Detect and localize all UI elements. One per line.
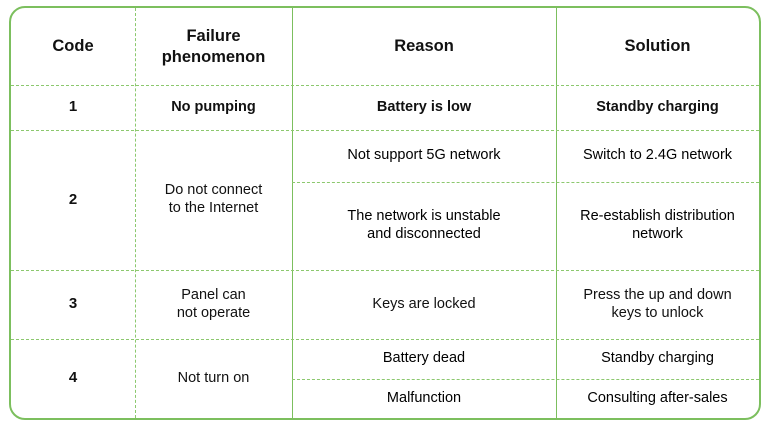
row-4-phenomenon: Not turn on xyxy=(177,369,250,386)
row-3-phenomenon-line2: not operate xyxy=(176,304,251,321)
row-4-code: 4 xyxy=(68,369,78,387)
header-cell-reason: Reason xyxy=(394,37,454,56)
row-3-solution: Press the up and down keys to unlock xyxy=(556,270,759,339)
row-1-reason: Battery is low xyxy=(376,98,472,115)
row-2b-solution-line2: network xyxy=(632,226,683,242)
row-2b-reason-line1: The network is unstable xyxy=(347,208,501,225)
row-1-phenomenon: No pumping xyxy=(171,98,256,115)
row-4b-reason: Malfunction xyxy=(386,389,462,406)
hline-row2-split xyxy=(292,182,759,183)
hline-row2-bottom xyxy=(11,270,759,271)
row-2b-reason: The network is unstable and disconnected xyxy=(292,182,556,270)
vline-phenomenon-reason xyxy=(292,8,293,418)
vline-code-phenomenon xyxy=(135,8,136,418)
row-4a-reason: Battery dead xyxy=(382,350,466,367)
row-3-code: 3 xyxy=(68,295,78,313)
troubleshooting-table: Code Failure phenomenon Reason Solution … xyxy=(9,6,761,420)
header-phenomenon-line1: Failure xyxy=(186,27,241,46)
row-2-solution-stack: Switch to 2.4G network Re-establish dist… xyxy=(556,130,759,270)
row-4-reason-stack: Battery dead Malfunction xyxy=(292,339,556,418)
row-2b-solution-line1: Re-establish distribution xyxy=(580,208,735,225)
row-2a-solution: Switch to 2.4G network xyxy=(582,147,733,164)
row-3-solution-line1: Press the up and down xyxy=(583,286,732,303)
table-header-row: Code Failure phenomenon Reason Solution xyxy=(11,8,759,85)
row-2-phenomenon-line1: Do not connect xyxy=(164,182,263,199)
header-cell-phenomenon: Failure phenomenon xyxy=(135,8,292,85)
vline-reason-solution xyxy=(556,8,557,418)
row-3-reason: Keys are locked xyxy=(372,295,476,312)
row-3-phenomenon: Panel can not operate xyxy=(135,270,292,339)
row-4-solution-stack: Standby charging Consulting after-sales xyxy=(556,339,759,418)
header-phenomenon-line2: phenomenon xyxy=(161,47,266,66)
row-3-phenomenon-line1: Panel can xyxy=(181,286,246,303)
table-row-4: 4 Not turn on Battery dead Malfunction S… xyxy=(11,339,759,418)
hline-row1-bottom xyxy=(11,130,759,131)
hline-header-bottom xyxy=(11,85,759,86)
header-cell-solution: Solution xyxy=(624,37,691,56)
table-row-1: 1 No pumping Battery is low Standby char… xyxy=(11,85,759,130)
row-2-code: 2 xyxy=(68,190,78,208)
row-3-solution-line2: keys to unlock xyxy=(611,304,704,321)
row-2-phenomenon: Do not connect to the Internet xyxy=(135,130,292,270)
row-2b-reason-line2: and disconnected xyxy=(367,226,481,242)
header-cell-code: Code xyxy=(52,37,94,56)
table-row-2: 2 Do not connect to the Internet Not sup… xyxy=(11,130,759,270)
row-4a-solution: Standby charging xyxy=(601,350,714,367)
row-4b-solution: Consulting after-sales xyxy=(587,389,728,406)
row-2-reason-stack: Not support 5G network The network is un… xyxy=(292,130,556,270)
table-gridlines xyxy=(11,8,759,418)
row-1-code: 1 xyxy=(68,98,78,116)
hline-row3-bottom xyxy=(11,339,759,340)
row-2a-reason: Not support 5G network xyxy=(347,147,501,164)
table-row-3: 3 Panel can not operate Keys are locked … xyxy=(11,270,759,339)
row-2b-solution: Re-establish distribution network xyxy=(556,182,759,270)
row-2-phenomenon-line2: to the Internet xyxy=(168,200,259,216)
hline-row4-split xyxy=(292,379,759,380)
row-1-solution: Standby charging xyxy=(596,98,719,115)
